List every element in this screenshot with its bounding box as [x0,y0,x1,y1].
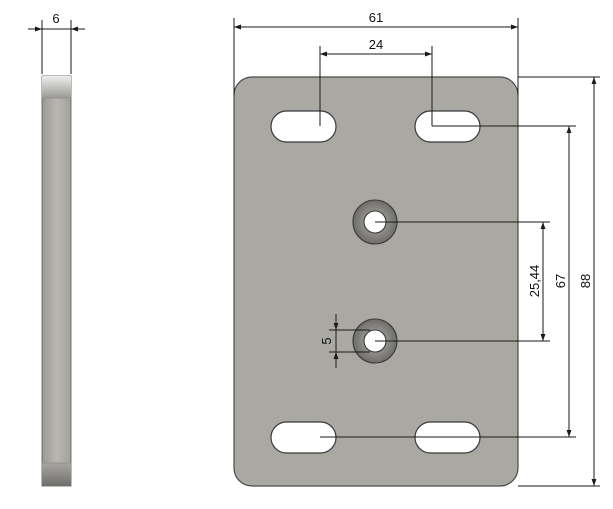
width-label: 61 [369,10,383,25]
front-view: 61 24 25,44 67 [233,10,600,487]
width-dimension: 61 [233,10,519,95]
slot-top-left [270,110,337,143]
hole-diameter-dimension: 5 [319,314,370,368]
thickness-label: 6 [52,11,59,26]
slot-spacing-dimension: 24 [319,37,433,126]
height-label: 88 [578,274,593,288]
plate-outline [233,76,519,487]
slot-spacing-label: 24 [369,37,383,52]
slot-vertical-spacing-label: 67 [553,274,568,288]
side-view-bottom-cap [42,463,71,486]
thickness-dimension: 6 [28,11,85,74]
side-view: 6 [28,11,85,487]
hole-diameter-label: 5 [319,337,334,344]
hole-spacing-dimension: 25,44 [527,222,546,341]
slot-vertical-spacing-dimension: 67 [553,126,572,437]
hole-spacing-label: 25,44 [527,265,542,298]
side-view-body [41,75,72,487]
height-dimension: 88 [578,77,597,486]
side-view-top-cap [42,76,71,98]
